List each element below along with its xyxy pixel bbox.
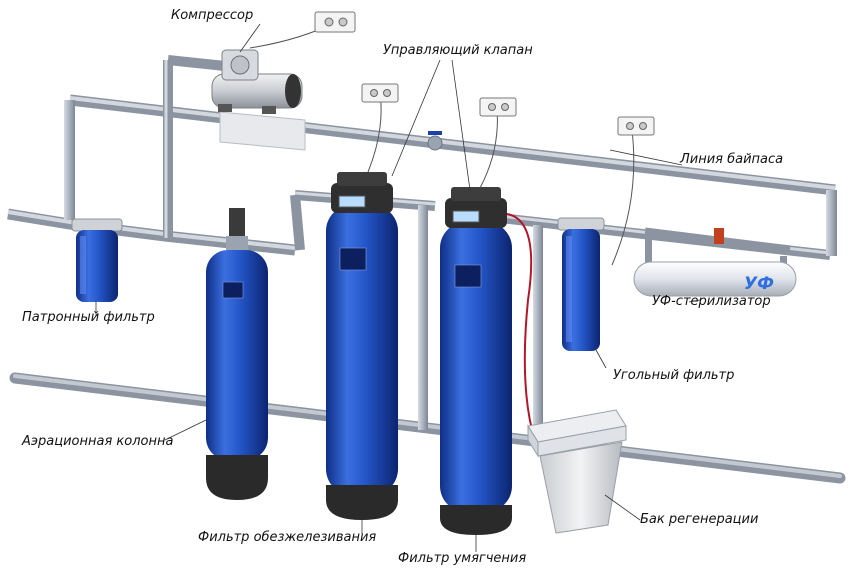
label-aeration-column: Аэрационная колонна xyxy=(22,434,174,449)
regeneration-tank xyxy=(527,409,627,534)
label-bypass-line: Линия байпаса xyxy=(680,152,784,167)
label-compressor: Компрессор xyxy=(171,8,254,23)
uv-sterilizer: УФ xyxy=(633,227,797,297)
cartridge-filter xyxy=(71,218,123,302)
softening-control-valve xyxy=(445,187,507,228)
label-carbon-filter: Угольный фильтр xyxy=(613,368,735,383)
compressor-pipe xyxy=(163,55,226,238)
compressor xyxy=(211,49,306,151)
label-uv-sterilizer: УФ-стерилизатор xyxy=(652,294,771,309)
iron-removal-tank xyxy=(326,205,398,520)
softening-tank xyxy=(440,222,512,535)
label-iron-removal-filter: Фильтр обезжелезивания xyxy=(198,530,377,545)
label-control-valve: Управляющий клапан xyxy=(383,43,533,58)
bypass-pipe xyxy=(64,94,837,256)
label-cartridge-filter: Патронный фильтр xyxy=(22,310,155,325)
carbon-filter xyxy=(557,217,605,351)
power-sockets xyxy=(249,11,655,266)
label-regeneration-tank: Бак регенерации xyxy=(640,512,759,527)
brine-line xyxy=(506,213,533,431)
uv-lamp-text: УФ xyxy=(744,274,774,294)
aeration-column xyxy=(206,208,268,500)
leader-lines xyxy=(95,23,701,552)
iron-control-valve xyxy=(331,172,393,213)
label-softening-filter: Фильтр умягчения xyxy=(398,551,527,566)
